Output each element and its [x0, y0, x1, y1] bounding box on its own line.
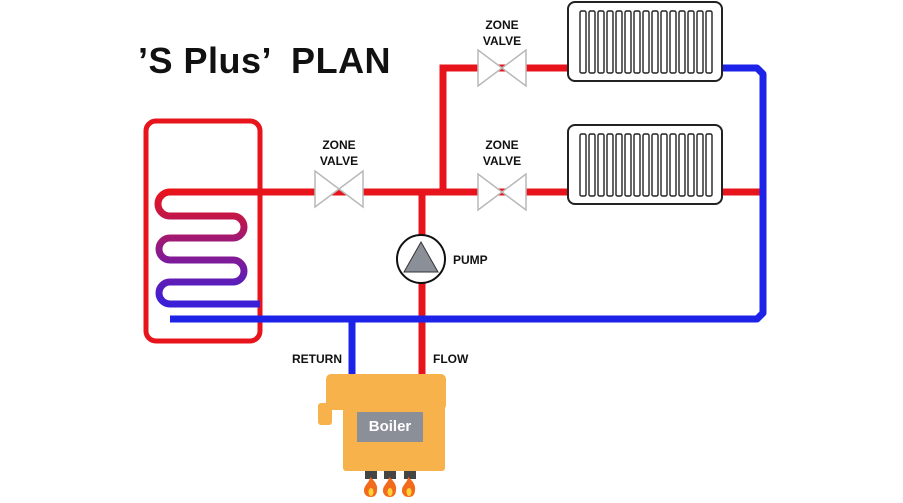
radiator-fin [696, 133, 704, 197]
radiator-fin [579, 10, 587, 74]
pump-label: PUMP [453, 253, 488, 267]
radiator-fin [678, 133, 686, 197]
radiator-fin [705, 133, 713, 197]
radiator-fin [696, 10, 704, 74]
radiator-fin [705, 10, 713, 74]
radiator-fin [597, 10, 605, 74]
boiler-label: Boiler [368, 418, 412, 435]
radiator-middle-icon [567, 124, 723, 205]
radiator-fin [669, 133, 677, 197]
radiator-fin [669, 10, 677, 74]
zone-valve-left-icon [314, 169, 364, 209]
page-title: ’S Plus’ PLAN [138, 40, 392, 81]
radiator-fin [660, 10, 668, 74]
radiator-fin [687, 10, 695, 74]
radiator-fin [651, 10, 659, 74]
radiator-fin [597, 133, 605, 197]
pump-icon [396, 234, 446, 284]
radiator-fin [579, 133, 587, 197]
radiator-fin [615, 133, 623, 197]
zone-valve-middle-icon [477, 172, 527, 212]
return-pipes [170, 64, 767, 378]
flame-icon [363, 477, 416, 497]
radiator-fin [624, 10, 632, 74]
radiator-fin [642, 133, 650, 197]
radiator-top-icon [567, 1, 723, 82]
flow-pipes [256, 64, 761, 382]
radiator-fin [633, 133, 641, 197]
radiator-fin [615, 10, 623, 74]
radiator-fin [606, 133, 614, 197]
radiator-fin [678, 10, 686, 74]
boiler-icon [318, 374, 446, 479]
radiator-fin [588, 10, 596, 74]
radiator-fin [687, 133, 695, 197]
radiator-fin [651, 133, 659, 197]
radiator-fin [606, 10, 614, 74]
radiator-fin [660, 133, 668, 197]
zone-valve-top-icon [477, 48, 527, 88]
flow-label: FLOW [433, 352, 469, 366]
radiator-fin [642, 10, 650, 74]
cylinder-icon [143, 118, 263, 344]
radiator-fin [588, 133, 596, 197]
return-label: RETURN [292, 352, 342, 366]
radiator-fin [624, 133, 632, 197]
radiator-fin [633, 10, 641, 74]
cylinder-coil-icon [154, 188, 260, 308]
